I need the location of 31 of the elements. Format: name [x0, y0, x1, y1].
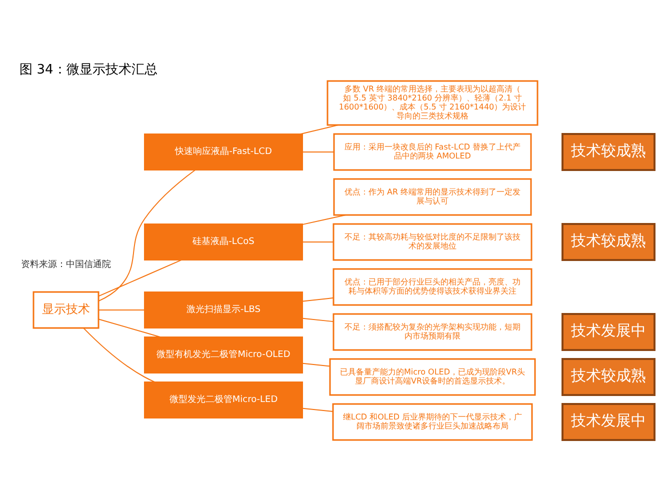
- connector: [302, 318, 334, 322]
- node-box: 继LCD 和OLED 后业界期待的下一代显示技术，广阔市场前景致使诸多行业巨头加速战略布局: [332, 403, 533, 441]
- node-box: 技术发展中: [562, 313, 656, 351]
- node-box: 已具备量产能力的Micro OLED，已成为现阶段VR头显厂商设计高端VR设备时的首选显示技术。: [329, 358, 536, 396]
- node-box: 技术发展中: [562, 403, 656, 441]
- node-box: 激光扫描显示-LBS: [144, 292, 303, 328]
- node-box: 微型有机发光二极管Micro-OLED: [144, 336, 303, 374]
- label: 资料来源：中国信通院: [21, 260, 111, 270]
- connector: [98, 260, 182, 297]
- node-box: 硅基液晶-LCoS: [144, 224, 303, 260]
- connector: [302, 408, 334, 412]
- node-box: 技术较成熟: [562, 358, 656, 396]
- connector: [98, 318, 161, 338]
- node-box: 显示技术: [32, 291, 100, 329]
- node-box: 多数 VR 终端的常用选择，主要表现为以超高清（如 5.5 英寸 3840*2160 分辨率）、轻薄（2.1 寸 1600*1600）、成本（5.5 寸 2160*1440）为设计导向的三类技术规格: [326, 80, 538, 126]
- diagram-title: 图 34：微显示技术汇总: [20, 62, 158, 78]
- node-box: 技术较成熟: [562, 133, 656, 171]
- node-box: 应用：采用一块改良后的 Fast-LCD 替换了上代产品中的两块 AMOLED: [333, 133, 532, 171]
- connector: [302, 297, 334, 302]
- connector: [83, 328, 156, 382]
- node-box: 微型发光二极管Micro-LED: [144, 382, 303, 418]
- node-box: 不足：须搭配较为复杂的光学架构实现功能，短期内市场预期有限: [332, 313, 532, 351]
- node-box: 技术较成熟: [562, 223, 656, 261]
- connector: [302, 214, 346, 225]
- connector: [300, 124, 339, 134]
- connector: [98, 170, 196, 302]
- node-box: 优点：作为 AR 终端常用的显示技术得到了一定发展与认可: [333, 178, 532, 216]
- node-box: 优点：已用于部分行业巨头的相关产品，亮度、功耗与体积等方面的优势使得该技术获得业界关注: [332, 268, 532, 306]
- node-box: 快速响应液晶-Fast-LCD: [144, 134, 303, 170]
- node-box: 不足：其较高功耗与较低对比度的不足限制了该技术的发展地位: [332, 223, 532, 261]
- connector: [302, 362, 330, 367]
